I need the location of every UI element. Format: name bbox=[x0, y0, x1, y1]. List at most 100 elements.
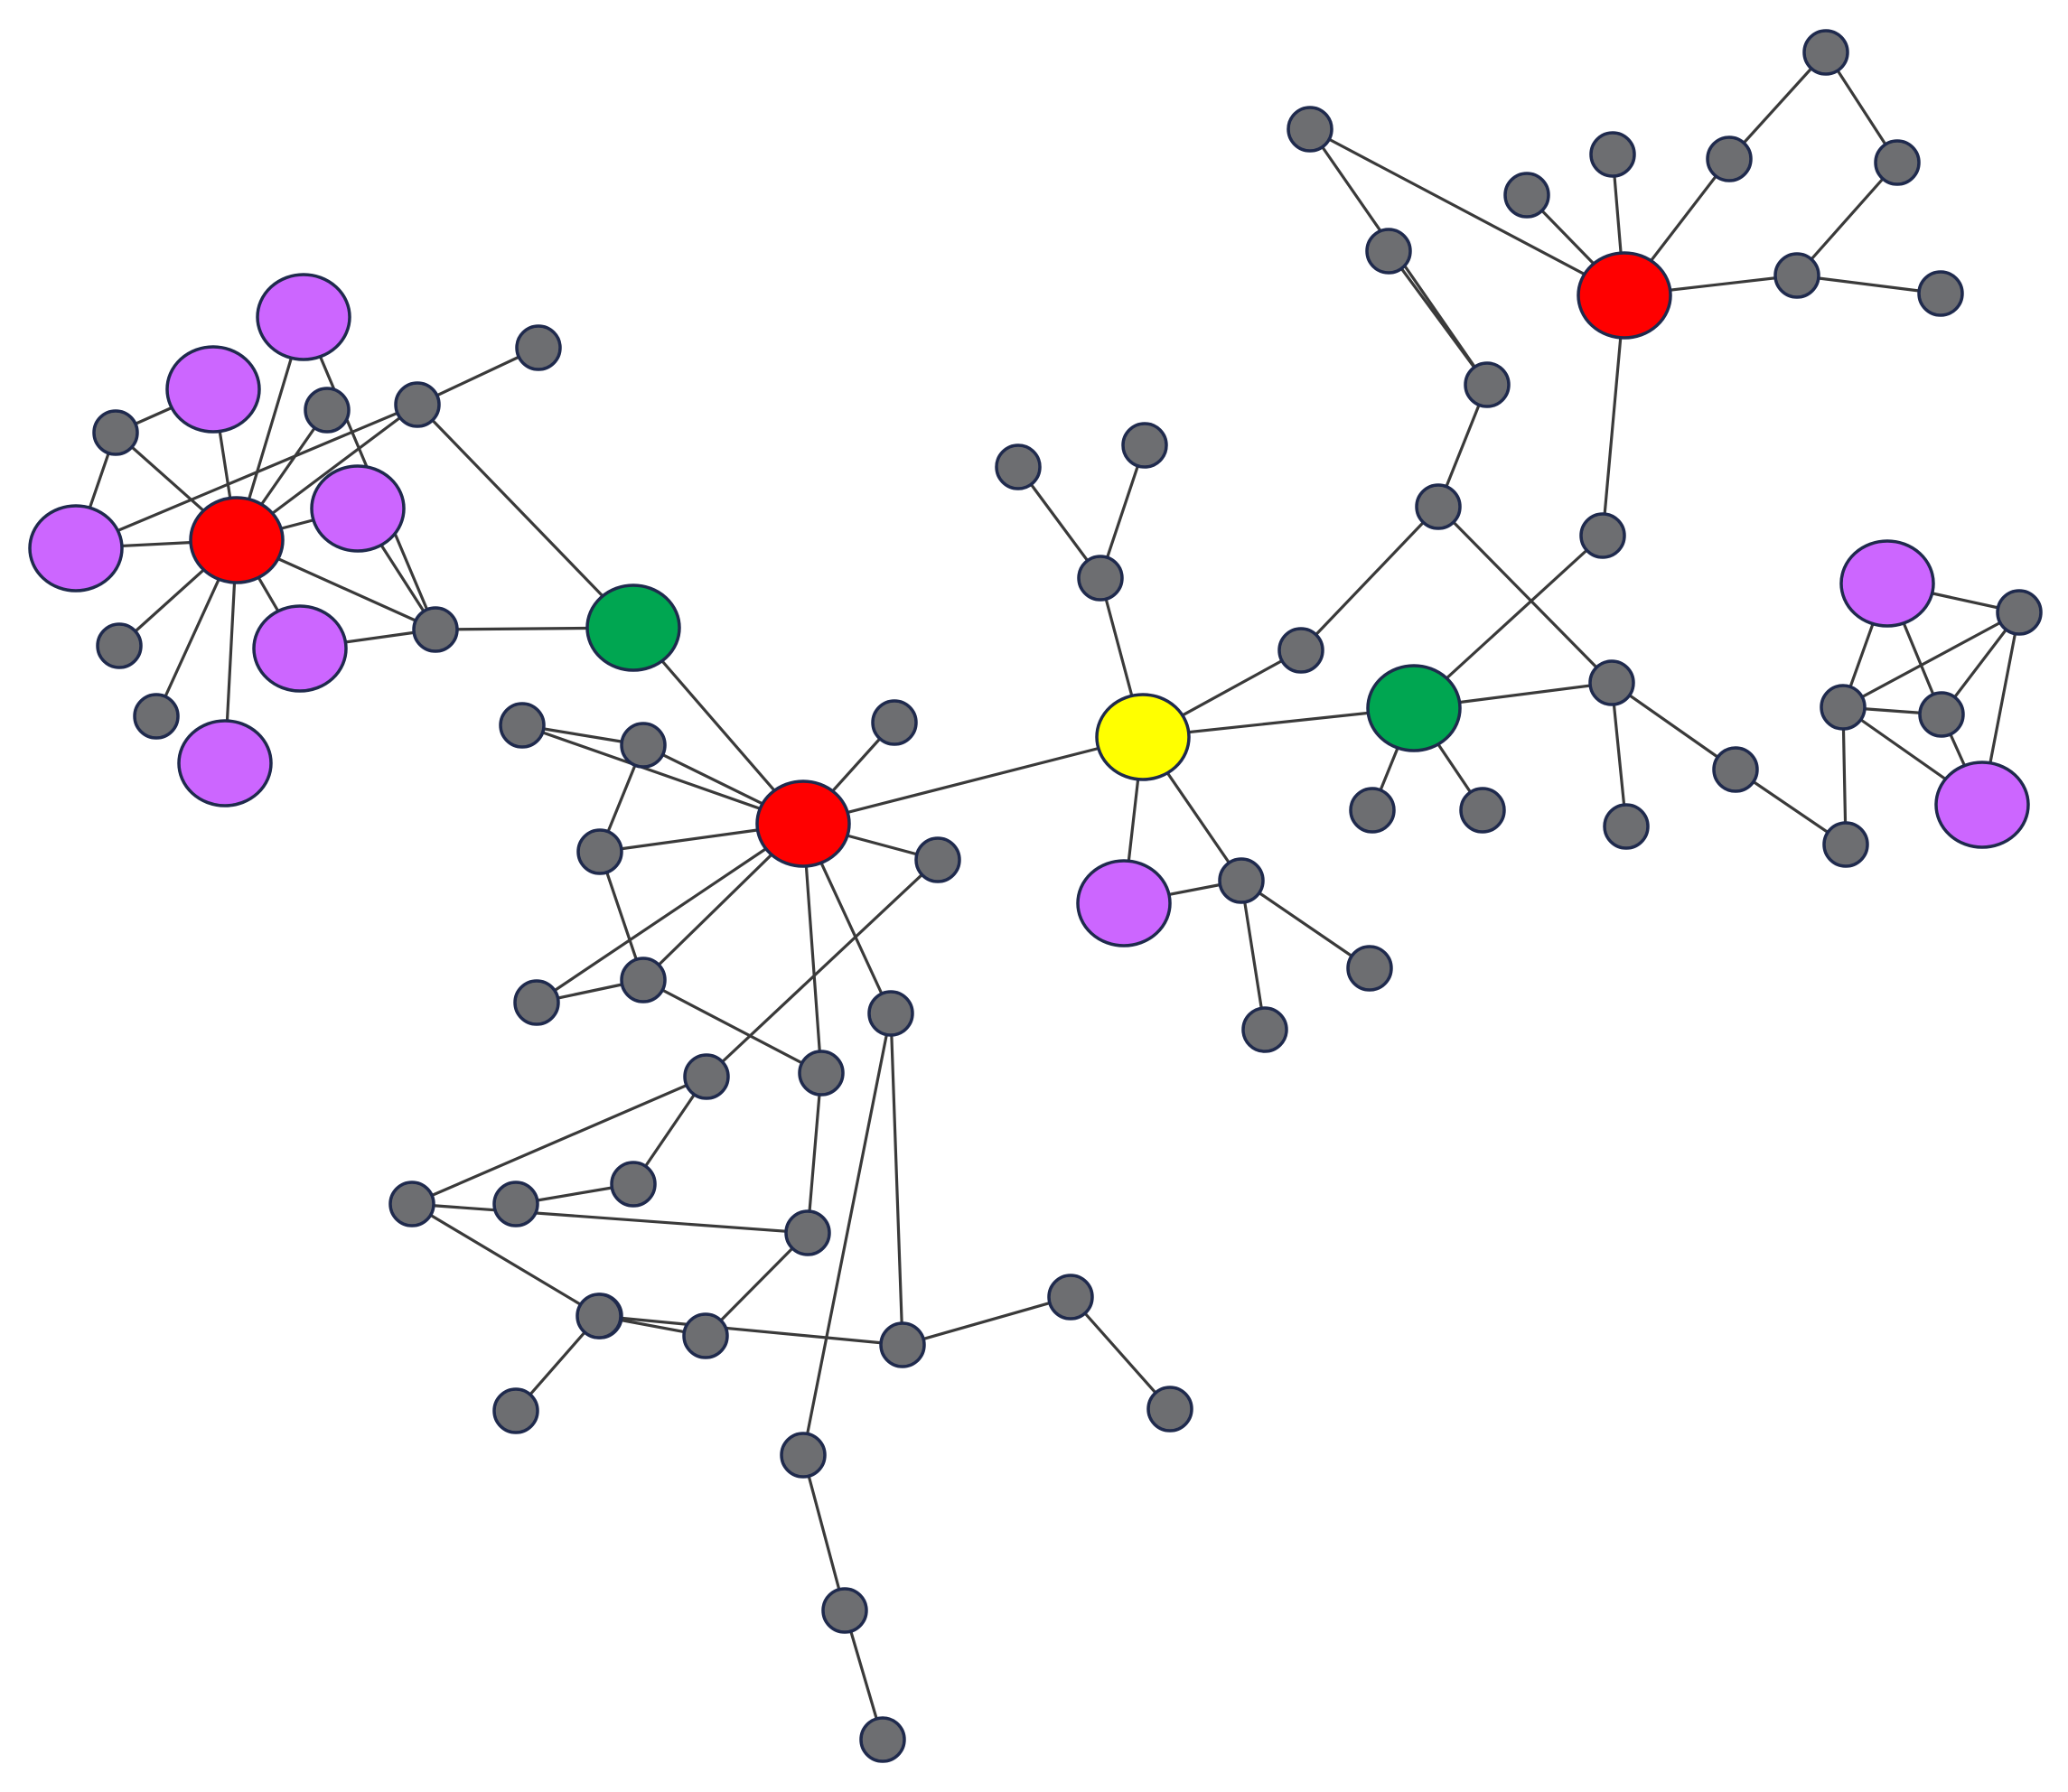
node-gray-n35 bbox=[575, 1293, 622, 1339]
node-gray-n52 bbox=[1415, 483, 1462, 530]
edge-n44-n46 bbox=[1099, 443, 1146, 580]
edge-n28-n31 bbox=[410, 1075, 708, 1206]
node-gray-n75 bbox=[1918, 691, 1965, 738]
node-gray-n31 bbox=[388, 1181, 435, 1227]
node-gray-n33 bbox=[784, 1209, 831, 1256]
edge-n52-n68 bbox=[1436, 505, 1614, 685]
edge-n12-n15 bbox=[416, 403, 635, 630]
node-red-n1 bbox=[189, 496, 285, 584]
node-gray-n70 bbox=[1712, 746, 1759, 793]
edge-n16-n43 bbox=[801, 735, 1145, 826]
node-gray-n42 bbox=[859, 1716, 906, 1763]
node-gray-n54 bbox=[1365, 228, 1412, 275]
node-gray-n66 bbox=[1349, 787, 1396, 834]
node-gray-n30 bbox=[492, 1181, 539, 1227]
node-gray-n10 bbox=[96, 622, 143, 669]
edge-n55-n56 bbox=[1308, 127, 1626, 297]
node-gray-n24 bbox=[513, 979, 560, 1026]
edge-n22-n28 bbox=[705, 858, 940, 1078]
node-gray-n14 bbox=[515, 324, 562, 371]
node-gray-n17 bbox=[499, 702, 546, 749]
node-gray-n21 bbox=[620, 957, 667, 1003]
node-gray-n48 bbox=[1218, 857, 1265, 904]
node-purple-n6 bbox=[252, 604, 348, 693]
node-gray-n59 bbox=[1706, 135, 1753, 182]
edge-n68-n70 bbox=[1610, 681, 1737, 771]
node-gray-n11 bbox=[133, 693, 180, 740]
node-gray-n63 bbox=[1917, 270, 1964, 317]
edge-n16-n24 bbox=[535, 822, 805, 1004]
edge-n33-n23 bbox=[806, 1071, 823, 1235]
node-gray-n8 bbox=[92, 409, 139, 456]
node-gray-n50 bbox=[1241, 1006, 1288, 1053]
node-yellow-n43 bbox=[1095, 693, 1191, 781]
node-gray-n58 bbox=[1589, 131, 1636, 178]
node-purple-n5 bbox=[310, 464, 406, 553]
edge-n51-n52 bbox=[1299, 505, 1440, 652]
node-gray-n68 bbox=[1588, 659, 1635, 706]
node-gray-n53 bbox=[1464, 361, 1511, 408]
edge-n40-n41 bbox=[801, 1453, 847, 1612]
node-gray-n67 bbox=[1459, 787, 1506, 834]
node-gray-n37 bbox=[879, 1321, 926, 1368]
node-gray-n41 bbox=[821, 1587, 868, 1634]
node-gray-n23 bbox=[798, 1050, 845, 1097]
node-purple-n74 bbox=[1839, 539, 1935, 628]
node-gray-n34 bbox=[682, 1312, 729, 1359]
edge-n68-n69 bbox=[1610, 681, 1628, 828]
edge-n16-n17 bbox=[520, 723, 805, 826]
node-gray-n49 bbox=[1346, 945, 1393, 992]
node-gray-n46 bbox=[1121, 422, 1168, 469]
edge-n2-n12 bbox=[74, 403, 419, 550]
node-gray-n64 bbox=[1579, 512, 1626, 559]
node-gray-n20 bbox=[620, 722, 667, 769]
node-purple-n47 bbox=[1076, 859, 1172, 947]
node-gray-n39 bbox=[1146, 1386, 1193, 1433]
node-gray-n28 bbox=[683, 1053, 730, 1100]
node-purple-n2 bbox=[28, 504, 124, 593]
node-gray-n73 bbox=[1820, 684, 1867, 731]
node-gray-n51 bbox=[1277, 627, 1324, 674]
node-purple-n77 bbox=[1934, 761, 2030, 849]
node-gray-n18 bbox=[871, 699, 918, 746]
node-gray-n61 bbox=[1802, 29, 1849, 76]
edge-n48-n49 bbox=[1240, 879, 1371, 970]
node-gray-n60 bbox=[1773, 252, 1820, 299]
node-green-n65 bbox=[1366, 664, 1462, 752]
node-gray-n76 bbox=[1996, 589, 2043, 636]
edge-n38-n39 bbox=[1069, 1295, 1172, 1411]
edge-n73-n76 bbox=[1841, 611, 2021, 709]
edge-n35-n37 bbox=[597, 1314, 904, 1347]
node-red-n16 bbox=[755, 779, 851, 868]
node-green-n15 bbox=[585, 583, 681, 672]
edge-n48-n50 bbox=[1240, 879, 1267, 1031]
node-gray-n13 bbox=[412, 606, 459, 653]
node-gray-n69 bbox=[1603, 803, 1650, 850]
node-gray-n22 bbox=[914, 836, 961, 883]
node-gray-n62 bbox=[1874, 139, 1921, 186]
node-gray-n57 bbox=[1503, 172, 1550, 219]
node-gray-n71 bbox=[1822, 821, 1869, 868]
node-gray-n40 bbox=[780, 1432, 827, 1479]
edge-n21-n23 bbox=[641, 978, 823, 1075]
edge-n31-n33 bbox=[410, 1202, 809, 1235]
edge-n25-n40 bbox=[801, 1012, 893, 1457]
nodes-layer bbox=[28, 29, 2043, 1763]
node-gray-n36 bbox=[492, 1387, 539, 1434]
node-gray-n9 bbox=[304, 387, 351, 434]
node-gray-n55 bbox=[1287, 106, 1333, 153]
node-gray-n12 bbox=[394, 381, 441, 428]
edge-n31-n32 bbox=[410, 1202, 602, 1318]
node-gray-n19 bbox=[576, 828, 623, 875]
node-purple-n7 bbox=[177, 719, 273, 807]
node-gray-n45 bbox=[995, 443, 1042, 490]
node-gray-n25 bbox=[867, 990, 914, 1037]
node-purple-n4 bbox=[256, 273, 351, 361]
node-purple-n3 bbox=[165, 345, 261, 434]
edge-n37-n25 bbox=[889, 1012, 904, 1347]
edge-n62-n60 bbox=[1795, 161, 1899, 277]
edge-n59-n61 bbox=[1727, 51, 1828, 161]
node-red-n56 bbox=[1577, 251, 1672, 340]
